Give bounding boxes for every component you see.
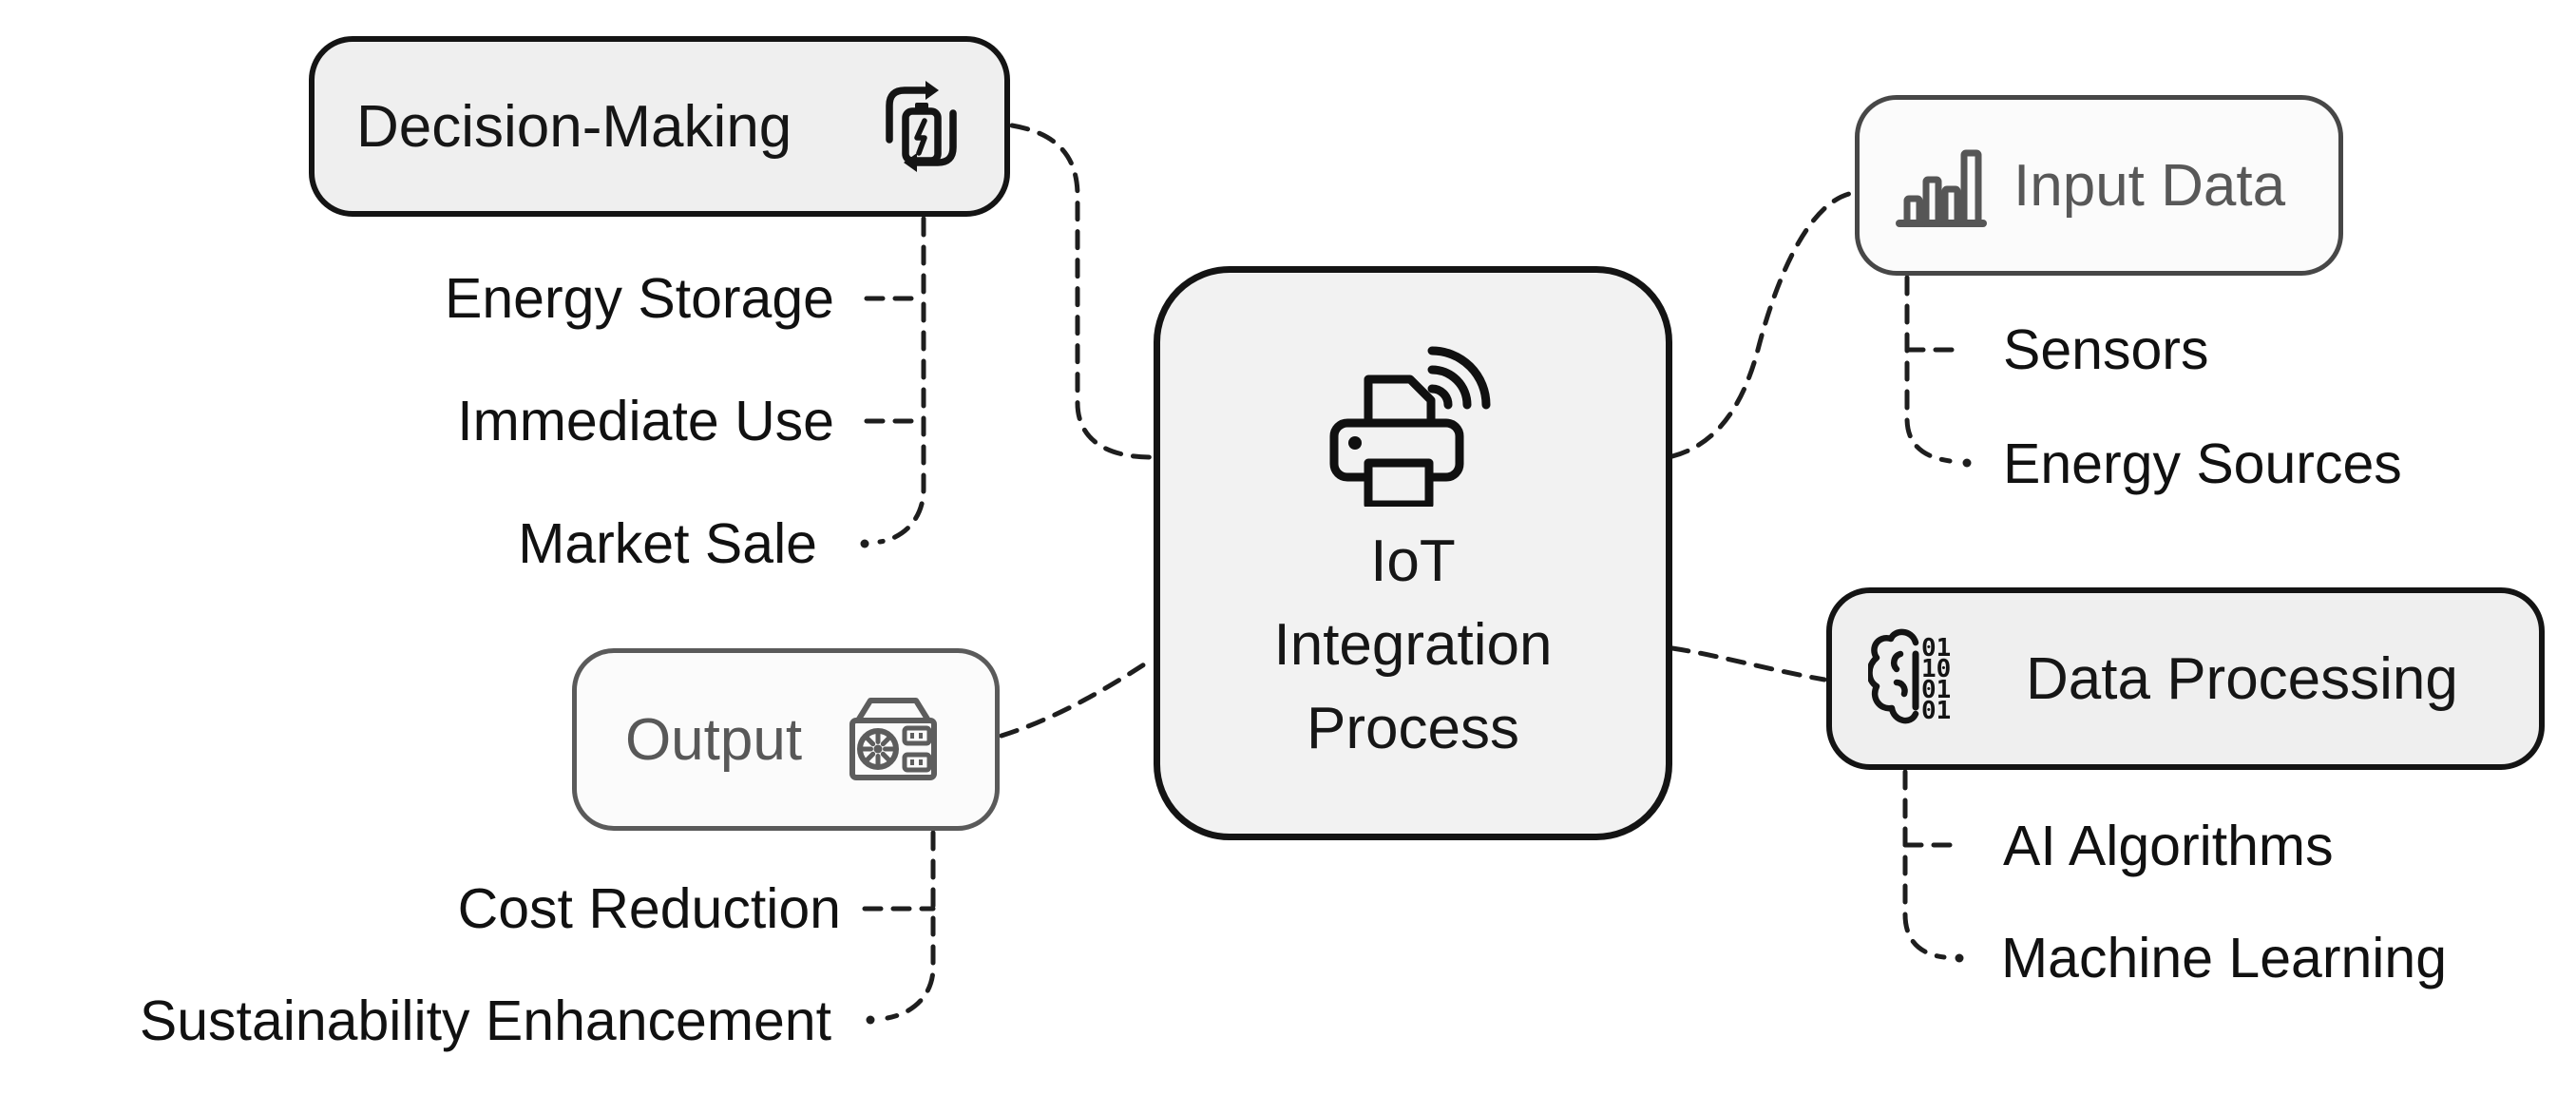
leaf-market-sale[interactable]: Market Sale bbox=[518, 512, 817, 575]
edge-output-to-center bbox=[999, 657, 1154, 739]
trunk-end-dot bbox=[1955, 953, 1964, 963]
svg-text:01: 01 bbox=[1921, 697, 1951, 725]
node-decision-making[interactable]: Decision-Making bbox=[309, 36, 1010, 217]
leaf-energy-storage[interactable]: Energy Storage bbox=[445, 267, 834, 330]
edge-center-to-data-processing bbox=[1670, 645, 1827, 682]
node-label-decision-making: Decision-Making bbox=[356, 93, 792, 160]
leaf-sustainability-enhancement[interactable]: Sustainability Enhancement bbox=[139, 989, 831, 1052]
edge-center-to-input-data bbox=[1670, 190, 1856, 459]
printer-wifi-icon bbox=[1326, 336, 1501, 507]
svg-text:01: 01 bbox=[1921, 634, 1951, 663]
trunk-input-data bbox=[1904, 275, 1953, 464]
svg-text:01: 01 bbox=[1921, 676, 1951, 704]
node-label-output: Output bbox=[624, 706, 803, 773]
trunk-end-dot bbox=[1962, 458, 1972, 468]
center-title-line: Process bbox=[1307, 696, 1519, 761]
battery-recycle-icon bbox=[876, 75, 966, 178]
trunk-end-dot bbox=[866, 1015, 875, 1025]
leaf-energy-sources[interactable]: Energy Sources bbox=[2003, 432, 2402, 495]
leaf-machine-learning[interactable]: Machine Learning bbox=[2001, 927, 2448, 989]
leaf-ai-algorithms[interactable]: AI Algorithms bbox=[2003, 815, 2334, 877]
node-data-processing[interactable]: 01 10 01 01 Data Processing bbox=[1826, 587, 2545, 770]
edge-decision-making-to-center bbox=[1009, 123, 1154, 460]
center-title-line: IoT bbox=[1370, 528, 1456, 594]
leaf-immediate-use[interactable]: Immediate Use bbox=[457, 390, 834, 452]
node-iot-integration-process[interactable]: IoT Integration Process bbox=[1154, 266, 1672, 840]
leaf-cost-reduction[interactable]: Cost Reduction bbox=[457, 877, 841, 940]
svg-text:10: 10 bbox=[1921, 655, 1951, 683]
trunk-data-processing bbox=[1902, 769, 1947, 960]
power-supply-icon bbox=[840, 692, 946, 787]
leaf-sensors[interactable]: Sensors bbox=[2003, 318, 2209, 381]
center-title-line: Integration bbox=[1273, 612, 1553, 678]
node-input-data[interactable]: Input Data bbox=[1855, 95, 2343, 276]
trunk-end-dot bbox=[860, 539, 869, 548]
trunk-output bbox=[885, 830, 936, 1021]
trunk-decision-making bbox=[877, 216, 926, 545]
brain-binary-icon: 01 10 01 01 bbox=[1868, 620, 1973, 738]
node-label-input-data: Input Data bbox=[2013, 152, 2286, 219]
bar-chart-icon bbox=[1896, 140, 1987, 231]
node-label-data-processing: Data Processing bbox=[2026, 645, 2458, 712]
node-output[interactable]: Output bbox=[572, 648, 1000, 831]
